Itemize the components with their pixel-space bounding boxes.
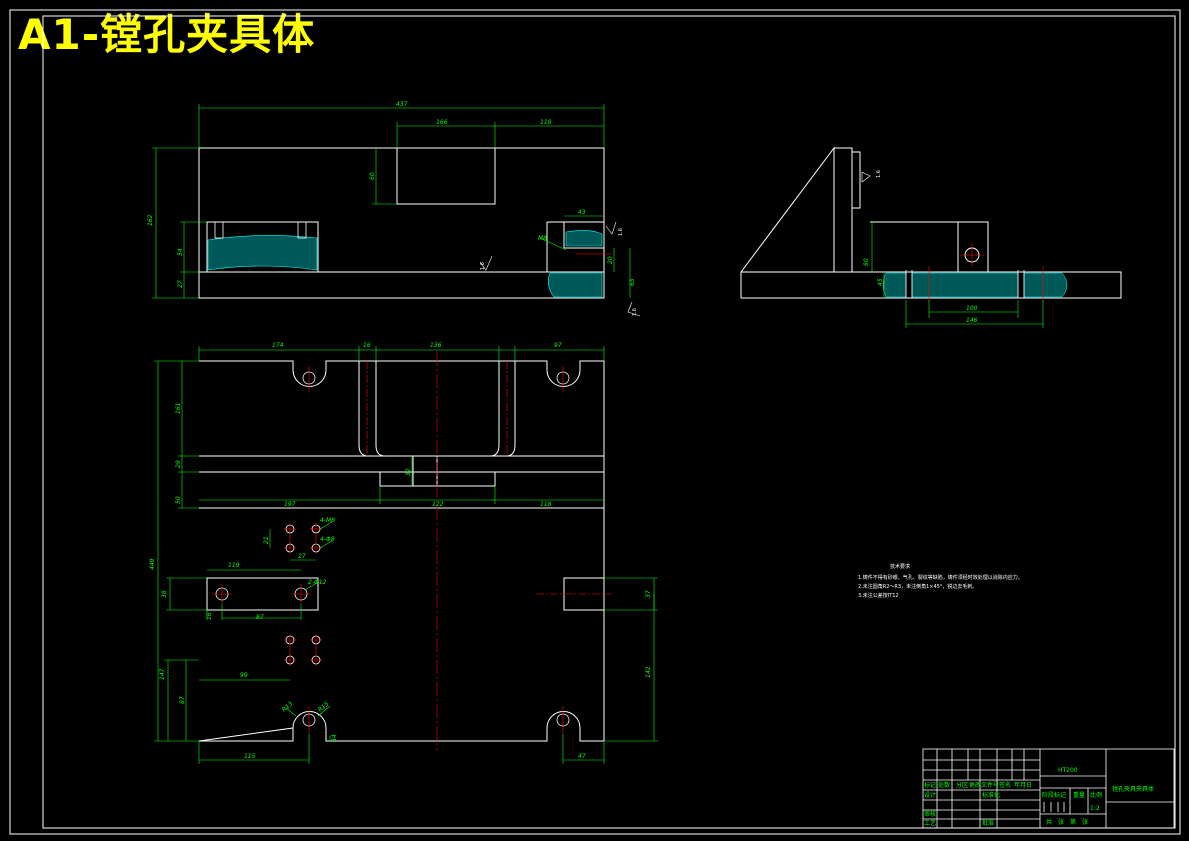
roughness-3: 1.6 (632, 308, 638, 316)
dim-87: 87 (256, 614, 264, 621)
tb-design: 设计 (924, 791, 936, 799)
dim-161: 161 (175, 403, 182, 414)
dim-21: 21 (263, 536, 270, 544)
front-view: 437 166 118 60 162 54 27 43 20 65 M8 1.6… (147, 101, 641, 317)
dim-437: 437 (396, 101, 408, 108)
outer-frame (9, 9, 1181, 835)
dim-115: 115 (244, 753, 256, 760)
notes-line-3: 3.未注公差按IT12 (858, 592, 899, 599)
tb-sign: 签名 (999, 781, 1011, 789)
dim-119: 119 (228, 562, 240, 569)
dim-43: 43 (578, 209, 586, 216)
dim-118: 118 (540, 119, 552, 126)
dim-174: 174 (272, 342, 284, 349)
dim-27: 27 (298, 553, 306, 560)
tb-ratio: 比例 (1090, 791, 1102, 799)
dim-50: 50 (175, 496, 182, 504)
inner-frame (42, 15, 1176, 829)
roughness-1: 1.6 (480, 262, 486, 270)
tb-count: 处数 (938, 781, 950, 789)
tb-sheets: 共 张 第 张 (1046, 818, 1088, 826)
dim-197: 197 (284, 501, 296, 508)
dim-29: 29 (175, 460, 182, 468)
tb-material: HT200 (1058, 767, 1078, 774)
front-body (198, 147, 605, 299)
tb-check: 审核 (924, 810, 936, 818)
tb-doc: 更改文件号 (969, 781, 999, 789)
roughness-side: 1.6 (876, 170, 882, 178)
dim-32: 32 (405, 468, 412, 476)
dim-20: 20 (607, 256, 614, 264)
dim-34: 34 (331, 734, 338, 742)
dim-87b: 87 (179, 696, 186, 704)
dim-162: 162 (147, 214, 154, 226)
top-view: 174 16 136 97 161 29 50 32 197 122 118 4… (149, 342, 658, 764)
dim-99: 99 (240, 672, 248, 679)
tb-approve: 批准 (982, 819, 994, 827)
dim-136: 136 (430, 342, 442, 349)
dim-100: 100 (966, 305, 978, 312)
dim-16: 16 (363, 342, 371, 349)
thread-m8: M8 (538, 235, 547, 242)
tb-weight: 重量 (1073, 791, 1085, 799)
dim-118b: 118 (540, 501, 552, 508)
dim-27: 27 (177, 280, 184, 288)
dim-142: 142 (645, 666, 652, 678)
dim-47: 47 (578, 753, 586, 760)
front-slot (396, 147, 496, 205)
dim-80: 80 (863, 258, 870, 266)
tb-scale: 1:2 (1090, 805, 1100, 812)
notes-line-1: 1.铸件不得有砂眼、气孔、裂纹等缺陷，铸件须经时效处理以消除内应力。 (858, 574, 1023, 581)
dim-97: 97 (554, 342, 562, 349)
tb-std: 标准化 (982, 791, 1000, 799)
dim-37: 37 (645, 590, 652, 598)
hole-4-phi8: 4-Φ8 (320, 536, 335, 543)
tb-stage: 阶段标记 (1042, 791, 1066, 799)
dim-45: 45 (877, 278, 884, 286)
dim-122: 122 (432, 501, 444, 508)
dim-147: 147 (159, 668, 166, 680)
radius-r13: R13 (281, 700, 295, 713)
side-view: 1.6 80 45 100 146 (740, 146, 1122, 328)
tb-mark: 标记 (924, 781, 936, 789)
dim-54: 54 (177, 248, 184, 256)
dim-16b: 16 (206, 612, 213, 620)
dim-60: 60 (369, 172, 376, 180)
dim-146: 146 (966, 317, 978, 324)
title-block: HT200 镗孔夹具夹具体 标记 处数 分区 更改文件号 签名 年月日 设计 标… (922, 748, 1175, 829)
tb-process: 工艺 (924, 819, 936, 827)
tb-zone: 分区 (956, 781, 968, 789)
notes-line-2: 2.未注圆角R2～R3，未注倒角1×45°，锐边去毛刺。 (858, 583, 977, 590)
thread-4-m8: 4-M8 (320, 517, 335, 524)
drawing-title: A1-镗孔夹具体 (18, 10, 316, 59)
tb-drawing-name: 镗孔夹具夹具体 (1112, 785, 1154, 793)
dim-38: 38 (161, 590, 168, 598)
dim-166: 166 (436, 119, 448, 126)
dim-449: 449 (149, 558, 156, 570)
tb-date: 年月日 (1014, 781, 1032, 789)
dim-65: 65 (629, 278, 636, 286)
roughness-2: 1.6 (618, 228, 624, 236)
notes-heading: 技术要求 (890, 563, 910, 570)
technical-notes: 技术要求 1.铸件不得有砂眼、气孔、裂纹等缺陷，铸件须经时效处理以消除内应力。 … (858, 563, 1023, 599)
hole-2-phi12: 2-Φ12 (308, 579, 327, 586)
